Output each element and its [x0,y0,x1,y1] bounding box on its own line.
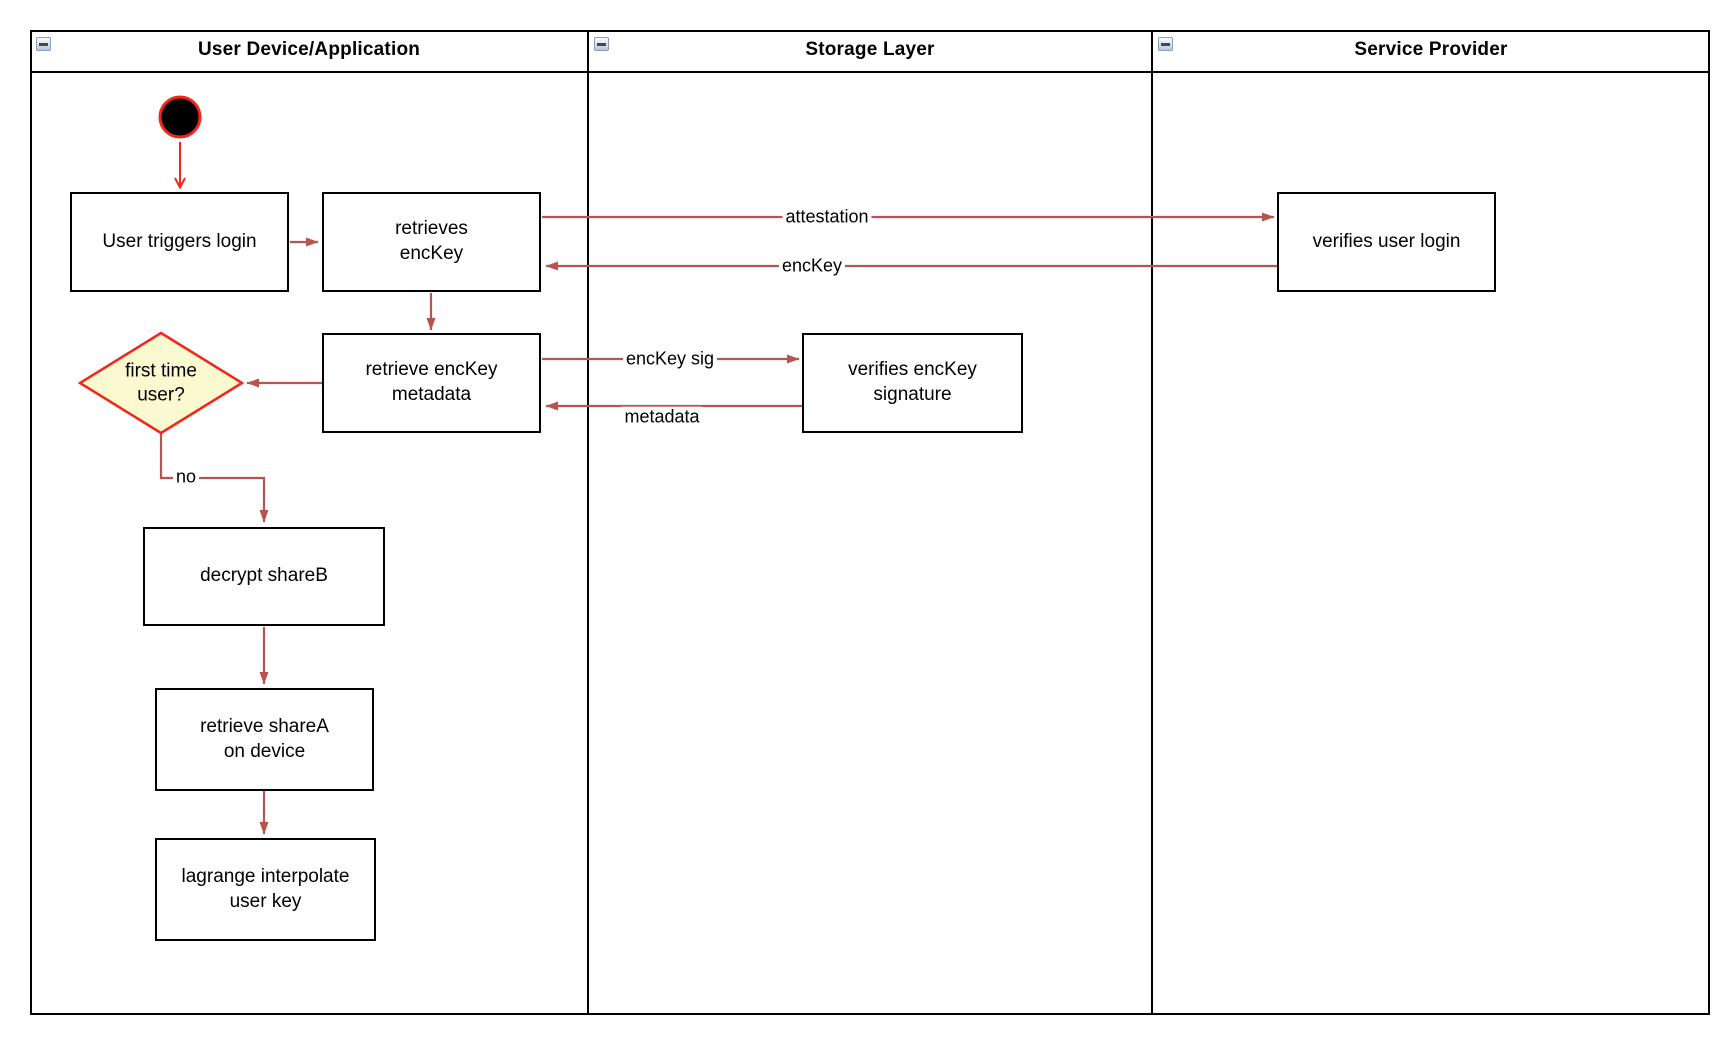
node-retrieves-enckey[interactable]: retrieves encKey [322,192,541,292]
node-retrieve-sharea-on-device[interactable]: retrieve shareA on device [155,688,374,791]
edge-label-attestation: attestation [782,206,872,228]
node-verifies-enckey-signature[interactable]: verifies encKey signature [802,333,1023,433]
minus-icon [1161,42,1170,46]
collapse-button-service-provider[interactable] [1158,37,1173,51]
edge-label-enckey-sig: encKey sig [622,348,718,370]
minus-icon [597,42,606,46]
edge-label-metadata: metadata [621,406,703,428]
swimlane-pool [30,30,1710,1015]
lane-title-storage-layer: Storage Layer [805,39,935,60]
node-user-triggers-login[interactable]: User triggers login [70,192,289,292]
lane-divider-2 [1151,30,1153,1015]
node-verifies-user-login[interactable]: verifies user login [1277,192,1496,292]
lane-title-user-device: User Device/Application [197,39,421,60]
edge-label-no: no [172,466,200,488]
edge-no-to-decrypt-shareb[interactable] [159,434,269,523]
decision-label-first-time-user: first time user? [125,360,197,405]
edge-label-enckey: encKey [778,255,846,277]
start-node[interactable] [158,95,202,139]
node-lagrange-interpolate-user-key[interactable]: lagrange interpolate user key [155,838,376,941]
node-decrypt-shareb[interactable]: decrypt shareB [143,527,385,626]
decision-first-time-user[interactable] [77,331,245,435]
lane-divider-1 [587,30,589,1015]
lane-title-service-provider: Service Provider [1354,39,1508,60]
minus-icon [39,42,48,46]
node-retrieve-enckey-metadata[interactable]: retrieve encKey metadata [322,333,541,433]
collapse-button-storage-layer[interactable] [594,37,609,51]
collapse-button-user-device[interactable] [36,37,51,51]
lane-header-separator [30,71,1710,73]
